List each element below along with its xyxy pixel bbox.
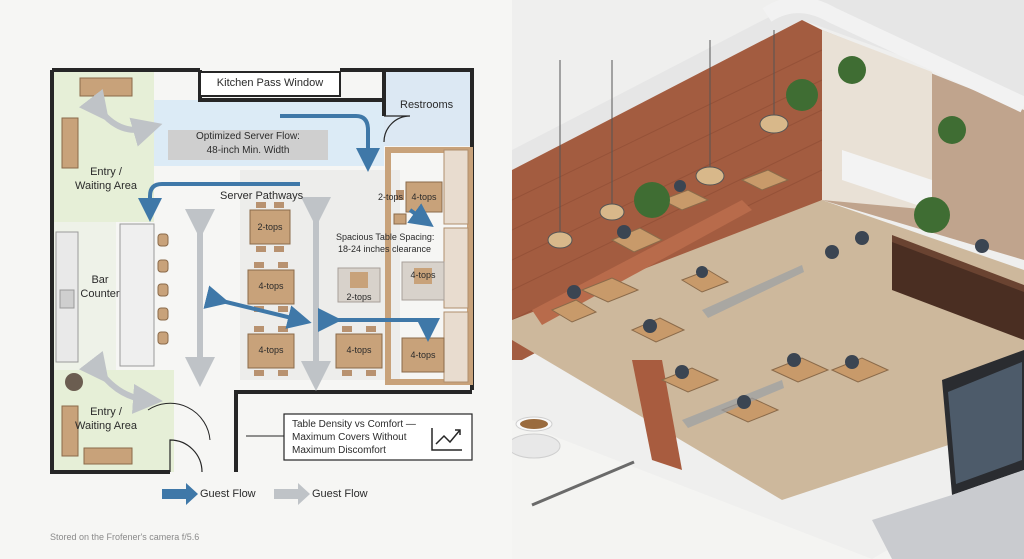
bar-label: Bar (91, 274, 109, 286)
floor-flow-arrows (682, 265, 804, 428)
table-label-2tops-a: 2-tops (257, 222, 283, 232)
floor-plan-drawing (50, 68, 474, 505)
spacing-title: Spacious Table Spacing: (336, 232, 435, 242)
isometric-scene (512, 0, 1024, 559)
table-label-booth-2tops: 2-tops (378, 192, 404, 202)
server-pathways-label: Server Pathways (220, 190, 304, 202)
bar-counter-photo (892, 240, 1024, 340)
table-label-4tops-b: 4-tops (258, 345, 284, 355)
booth-banquette (385, 147, 473, 385)
table-label-2tops-b: 2-tops (346, 292, 372, 302)
optimized-flow-label: Optimized Server Flow: (196, 131, 300, 142)
booth-seat-2 (443, 227, 469, 309)
table-2tops-a (249, 202, 291, 252)
photo-caption: Stored on the Frofener's camera f/5.6 (50, 532, 200, 542)
bench-left-bottom (61, 405, 79, 457)
entry-top-label: Entry / (90, 166, 122, 178)
restroom-door (383, 115, 411, 143)
restrooms-label: Restrooms (400, 99, 454, 111)
counter-label: Counter (80, 288, 120, 300)
waiting-top-label: Waiting Area (75, 180, 137, 192)
server-flow-arrows (138, 114, 440, 342)
banquette (532, 200, 752, 325)
entry-bottom-label: Entry / (90, 406, 122, 418)
density-callout-box (283, 413, 473, 461)
diners (567, 180, 989, 409)
legend-dark-arrow (162, 483, 198, 505)
optimized-flow-width: 48-inch Min. Width (206, 145, 290, 156)
bar-sink (59, 289, 75, 309)
table-4tops-d (401, 261, 445, 301)
desk-surface (512, 390, 1024, 559)
table-4tops-b (247, 326, 295, 376)
pendant-lamps (547, 30, 789, 249)
waiting-bottom-label: Waiting Area (75, 420, 137, 432)
bench-left-top (61, 117, 79, 169)
plant-pot (65, 373, 83, 391)
dining-tables-photo (550, 169, 890, 423)
table-label-4tops-a: 4-tops (258, 281, 284, 291)
gray-flow-arrows (78, 88, 331, 414)
trend-chart-icon (431, 428, 462, 451)
brick-wall-left (512, 20, 822, 360)
bar-stools (157, 233, 169, 345)
pencil (531, 460, 635, 507)
floor-plan-panel: Kitchen Pass Window Restrooms Optimized … (50, 68, 474, 542)
density-line-3: Maximum Discomfort (292, 445, 386, 456)
table-label-booth-4tops: 4-tops (411, 192, 437, 202)
density-line-1: Table Density vs Comfort — (292, 419, 416, 430)
table-label-4tops-d: 4-tops (410, 270, 436, 280)
table-2tops-b (337, 267, 381, 303)
kitchen-pass-label: Kitchen Pass Window (216, 77, 324, 89)
coffee-cup (512, 433, 561, 459)
table-label-4tops-e: 4-tops (410, 350, 436, 360)
kitchen-pass-window (199, 71, 341, 97)
table-label-4tops-c: 4-tops (346, 345, 372, 355)
legend-light-arrow (274, 483, 310, 505)
booth-seat-3 (443, 311, 469, 383)
spacing-sub: 18-24 inches clearance (338, 244, 432, 254)
plants (634, 56, 966, 233)
density-line-2: Maximum Covers Without (292, 432, 407, 443)
restaurant-isometric-photo (512, 0, 1024, 559)
bench-bottom (83, 447, 133, 465)
booth-seat-1 (443, 149, 469, 225)
bench-top (79, 77, 133, 97)
bar-counter (119, 223, 155, 367)
entry-door (169, 439, 203, 473)
restroom-zone (384, 70, 470, 146)
legend-light-label: Guest Flow (312, 488, 368, 500)
table-4tops-e (401, 337, 445, 373)
optimized-flow-box (168, 130, 328, 160)
legend-dark-label: Guest Flow (200, 488, 256, 500)
